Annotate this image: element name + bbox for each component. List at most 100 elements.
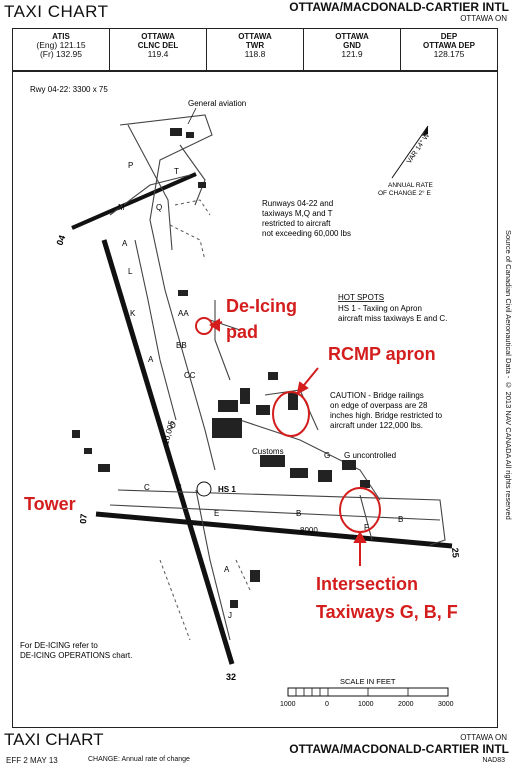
freq-line: OTTAWA DEP — [423, 41, 475, 50]
freq-name: OTTAWA — [238, 32, 272, 41]
freq-line: 118.8 — [244, 49, 266, 59]
chart-title: TAXI CHART — [4, 2, 109, 21]
intersection-annotation: Taxiways G, B, F — [316, 602, 458, 622]
hot-spots-line: HS 1 - Taxiing on Apron — [338, 304, 422, 313]
scale-label: 3000 — [438, 701, 454, 708]
datum-code: NAD83 — [482, 757, 505, 764]
runway-length-cross: 8000 — [300, 526, 318, 535]
scale-label: 2000 — [398, 701, 414, 708]
runway-end-32: 32 — [226, 672, 236, 682]
taxiway-label: A — [224, 565, 230, 574]
taxiway-label: A — [148, 355, 154, 364]
deicing-note-line: For DE-ICING refer to — [20, 641, 98, 650]
restriction-note: Runways 04-22 and taxiways M,Q and T res… — [262, 199, 351, 238]
footer-airport: OTTAWA/MACDONALD-CARTIER INTL — [289, 742, 509, 756]
airport-name: OTTAWA/MACDONALD-CARTIER INTL — [289, 0, 509, 14]
runway-07-25 — [95, 511, 453, 549]
rcmp-annotation: RCMP apron — [328, 344, 436, 364]
freq-line: (Eng) 121.15 — [36, 40, 86, 50]
taxiway-label: B — [398, 515, 403, 524]
red-annotations: De-Icing pad RCMP apron Tower Intersecti… — [24, 296, 458, 622]
north-arrow-head-icon — [422, 126, 428, 136]
taxiway-label: T — [174, 167, 179, 176]
tower-annotation: Tower — [24, 494, 76, 514]
hot-spot-marker — [196, 481, 212, 497]
caution-line: inches high. Bridge restricted to — [330, 411, 443, 420]
g-uncontrolled-label: G uncontrolled — [344, 451, 396, 460]
taxiway-label: E — [214, 509, 219, 518]
data-source-note: Source of Canadian Civil Aeronautical Da… — [504, 230, 513, 520]
note-line: restricted to aircraft — [262, 219, 331, 228]
annual-rate-line: ANNUAL RATE — [388, 182, 433, 189]
north-arrow-icon — [391, 125, 429, 179]
taxiway-label: Q — [156, 203, 162, 212]
freq-name: ATIS — [52, 32, 70, 41]
freq-line: CLNC DEL — [137, 41, 179, 50]
freq-cell-dep: DEP OTTAWA DEP 128.175 — [400, 29, 497, 71]
caution-note: CAUTION - Bridge railings on edge of ove… — [330, 391, 443, 430]
deicing-circle — [195, 317, 213, 335]
hot-spot-label: HS 1 — [218, 485, 236, 494]
freq-line: 119.4 — [147, 49, 169, 59]
taxiway-letters: P T M Q A L K AA BB CC A D C C E B B F G… — [118, 161, 403, 620]
footer-city: OTTAWA ON — [460, 733, 507, 742]
deicing-note-line: DE-ICING OPERATIONS chart. — [20, 651, 132, 660]
footer-title: TAXI CHART — [4, 730, 104, 749]
taxiway-label: BB — [176, 341, 187, 350]
runway-info: Rwy 04-22: 3300 x 75 — [30, 85, 108, 94]
taxiway-label: G — [324, 451, 330, 460]
scale-labels: 1000 0 1000 2000 3000 — [280, 701, 454, 708]
freq-cell-clnc: OTTAWA CLNC DEL 119.4 — [109, 29, 206, 71]
taxiway-label: J — [228, 611, 232, 620]
intersection-annotation: Intersection — [316, 574, 418, 594]
runway-short — [71, 172, 197, 230]
taxiway-label: P — [128, 161, 133, 170]
taxiway-label: F — [364, 523, 369, 532]
deicing-annotation: De-Icing — [226, 296, 297, 316]
annual-rate-line: OF CHANGE 2° E — [378, 189, 431, 197]
change-note: CHANGE: Annual rate of change — [88, 756, 190, 763]
freq-line: GND — [343, 41, 361, 50]
scale-title: SCALE IN FEET — [340, 677, 396, 686]
map-frame — [12, 70, 498, 728]
taxiway-label: L — [128, 267, 133, 276]
taxiway-label: D — [170, 421, 176, 430]
hot-spots-title: HOT SPOTS — [338, 293, 384, 302]
scale-label: 1000 — [358, 701, 374, 708]
scale-ticks — [295, 688, 409, 696]
buildings — [72, 128, 370, 608]
taxiway-label: AA — [178, 309, 189, 318]
freq-line: (Fr) 132.95 — [39, 49, 83, 59]
general-aviation-leader — [187, 107, 197, 125]
taxiway-label: C — [176, 483, 182, 492]
taxiway-label: M — [118, 203, 125, 212]
freq-line: 128.175 — [433, 49, 465, 59]
runway-end-07: 07 — [78, 513, 89, 524]
rcmp-circle — [272, 391, 310, 437]
caution-line: CAUTION - Bridge railings — [330, 391, 424, 400]
note-line: taxiways M,Q and T — [262, 209, 333, 218]
note-line: Runways 04-22 and — [262, 199, 333, 208]
runway-end-25: 25 — [450, 547, 461, 558]
deicing-annotation: pad — [226, 322, 258, 342]
freq-line: 121.9 — [341, 49, 363, 59]
taxiway-label: CC — [184, 371, 196, 380]
freq-name: OTTAWA — [335, 32, 369, 41]
taxiway-label: A — [122, 239, 128, 248]
runway-end-04: 04 — [54, 234, 67, 247]
taxiway-label: C — [144, 483, 150, 492]
taxiway-label: B — [296, 509, 301, 518]
general-aviation-label: General aviation — [188, 99, 246, 108]
frequency-table: ATIS (Eng) 121.15 (Fr) 132.95 OTTAWA CLN… — [12, 28, 498, 72]
caution-line: on edge of overpass are 28 — [330, 401, 428, 410]
effective-date: EFF 2 MAY 13 — [6, 756, 58, 765]
taxiway-network — [109, 114, 446, 641]
taxiway-label: K — [130, 309, 136, 318]
freq-cell-twr: OTTAWA TWR 118.8 — [206, 29, 303, 71]
caution-line: aircraft under 122,000 lbs. — [330, 421, 423, 430]
scale-label: 0 — [325, 701, 329, 708]
freq-cell-atis: ATIS (Eng) 121.15 (Fr) 132.95 — [13, 29, 109, 71]
taxiway-edges — [159, 199, 251, 641]
runway-04-22 — [101, 239, 235, 665]
